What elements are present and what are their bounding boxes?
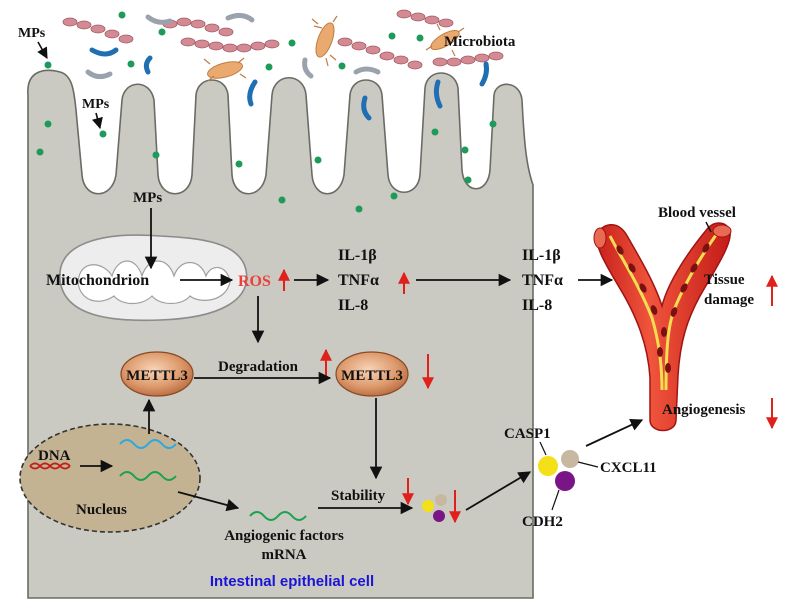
- mps-label-cell: MPs: [133, 190, 162, 206]
- mettl3-left-label: METTL3: [126, 368, 188, 384]
- degradation-label: Degradation: [218, 359, 299, 375]
- nucleus-to-mrna-arrow: [177, 491, 240, 512]
- mitochondrion: [59, 234, 248, 322]
- casp1-pointer: [539, 441, 547, 456]
- mps-label-mid: MPs: [82, 97, 110, 112]
- mps-arrow-top: [37, 41, 48, 59]
- blood-vessel-pointer: [705, 221, 712, 233]
- cytokine-tnfa-2: TNFα: [522, 272, 563, 289]
- secretion-arrow: [465, 471, 532, 511]
- cytokine-tnfa-1: TNFα: [338, 272, 379, 289]
- blood-vessel: [593, 222, 732, 432]
- mps-label-top: MPs: [18, 26, 46, 41]
- casp1-label: CASP1: [504, 426, 551, 442]
- mettl3-right-label: METTL3: [341, 368, 403, 384]
- protein-cluster-outside: [538, 450, 579, 491]
- dna-label: DNA: [38, 448, 71, 464]
- cytokine-il1b-1: IL-1β: [338, 247, 377, 264]
- cytokine-il1b-2: IL-1β: [522, 247, 561, 264]
- factors-to-vessel-arrow: [585, 419, 644, 447]
- damage-label: damage: [704, 292, 754, 308]
- nucleus: [19, 423, 201, 533]
- dna-strand-icon: [29, 462, 71, 470]
- casp1-dot: [538, 456, 558, 476]
- mps-arrow-mid: [91, 112, 103, 130]
- cell-label: Intestinal epithelial cell: [210, 573, 374, 590]
- cxcl11-label: CXCL11: [600, 460, 657, 476]
- blood-vessel-label: Blood vessel: [658, 205, 736, 221]
- microbiota-label: Microbiota: [444, 34, 516, 50]
- angiogenesis-label: Angiogenesis: [662, 402, 746, 418]
- microbiota-cluster: [62, 9, 504, 121]
- mrna-label: mRNA: [262, 547, 307, 563]
- mettl3-right: [335, 351, 409, 397]
- angiogenic-mrna-icon: [249, 511, 307, 521]
- cytokine-il8-1: IL-8: [338, 297, 368, 314]
- angiogenic-factors-label: Angiogenic factors: [224, 528, 344, 544]
- stability-label: Stability: [331, 488, 386, 504]
- tissue-label: Tissue: [704, 272, 745, 288]
- mitochondrion-label: Mitochondrion: [46, 272, 149, 289]
- mrna-blue-icon: [119, 439, 177, 449]
- mps-particles: [36, 11, 497, 213]
- mettl3-left: [120, 351, 194, 397]
- cdh2-pointer: [551, 489, 560, 511]
- ros-label: ROS: [238, 273, 271, 290]
- protein-cluster-inside: [422, 494, 447, 522]
- nucleus-label: Nucleus: [76, 502, 127, 518]
- mrna-green-icon: [119, 471, 177, 481]
- cxcl11-dot: [561, 450, 579, 468]
- cdh2-label: CDH2: [522, 514, 563, 530]
- cytokine-il8-2: IL-8: [522, 297, 552, 314]
- cxcl11-pointer: [577, 461, 599, 468]
- cdh2-dot: [555, 471, 575, 491]
